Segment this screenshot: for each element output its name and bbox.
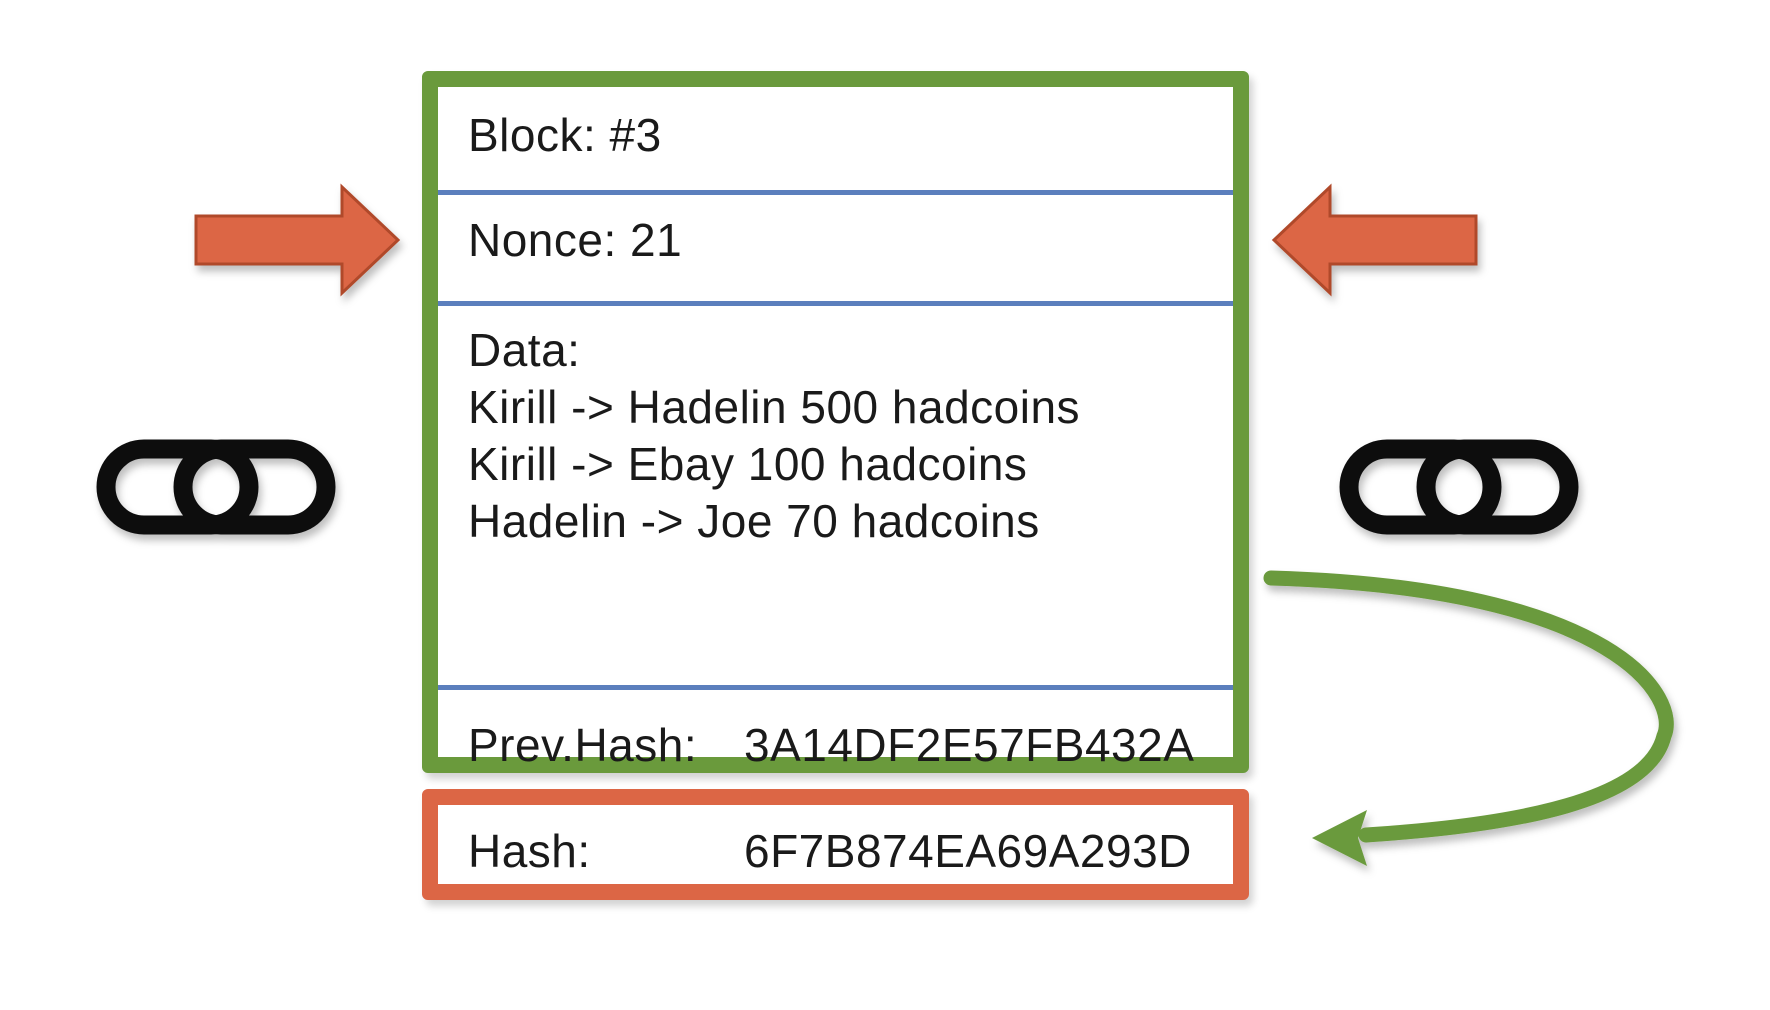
curved-arrow-icon	[1263, 570, 1674, 866]
data-row: Data: Kirill -> Hadelin 500 hadcoins Kir…	[438, 322, 1233, 550]
prev-hash-value: 3A14DF2E57FB432A	[744, 719, 1195, 771]
data-title: Data:	[468, 324, 581, 376]
chain-link-icon	[1339, 439, 1579, 535]
block-number-label: Block: #3	[468, 109, 662, 161]
prev-hash-row: Prev.Hash: 3A14DF2E57FB432A	[438, 717, 1233, 774]
hash-box: Hash: 6F7B874EA69A293D	[422, 789, 1249, 900]
arrow-right-icon	[194, 183, 401, 297]
hash-label: Hash:	[468, 825, 591, 877]
chain-link-icon	[96, 439, 336, 535]
arrow-left-icon	[1271, 183, 1478, 297]
data-line: Kirill -> Ebay 100 hadcoins	[468, 438, 1028, 490]
nonce-row: Nonce: 21	[438, 212, 1233, 269]
block-card: Block: #3 Nonce: 21 Data: Kirill -> Hade…	[422, 71, 1249, 773]
block-number-row: Block: #3	[438, 107, 1233, 164]
block-divider	[438, 301, 1233, 306]
hash-value: 6F7B874EA69A293D	[744, 825, 1192, 877]
block-divider	[438, 685, 1233, 690]
data-line: Hadelin -> Joe 70 hadcoins	[468, 495, 1040, 547]
block-divider	[438, 190, 1233, 195]
data-line: Kirill -> Hadelin 500 hadcoins	[468, 381, 1081, 433]
nonce-label: Nonce: 21	[468, 214, 683, 266]
prev-hash-label: Prev.Hash:	[468, 719, 698, 771]
